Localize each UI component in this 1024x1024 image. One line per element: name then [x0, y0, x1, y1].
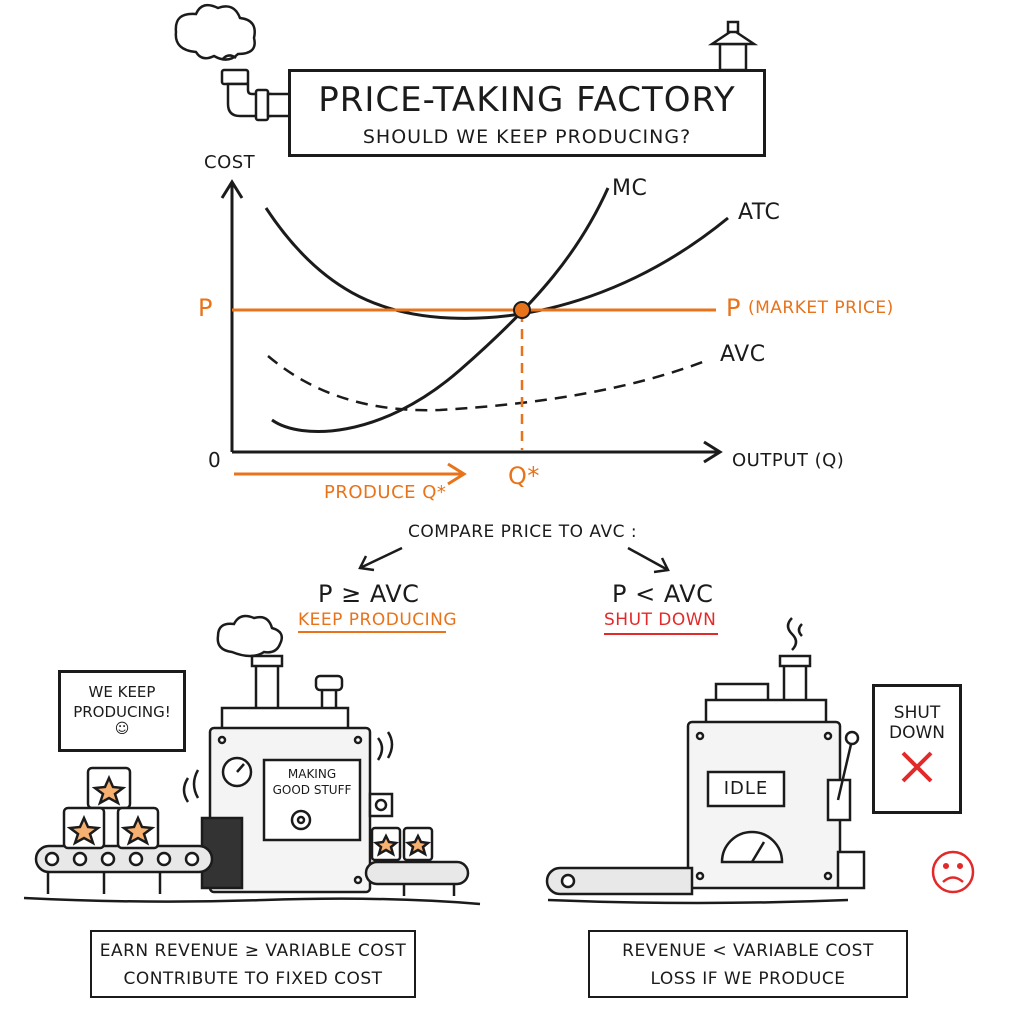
right-branch-arrow-head-icon	[653, 557, 670, 574]
right-summary-line1: REVENUE < VARIABLE COST	[622, 941, 874, 961]
y-axis-label: COST	[204, 152, 256, 173]
shut-sign-line1: SHUT	[893, 703, 941, 723]
right-summary-line2: LOSS IF WE PRODUCE	[650, 969, 846, 989]
right-branch-arrow	[627, 546, 669, 572]
idle-factory-illustration	[545, 617, 866, 905]
page-subtitle: SHOULD WE KEEP PRODUCING?	[362, 126, 692, 148]
smoke-cloud-icon	[174, 3, 256, 61]
finished-cans-icon	[370, 826, 434, 862]
left-summary-line2: CONTRIBUTE TO FIXED COST	[123, 969, 383, 989]
keep-producing-sign: WE KEEP PRODUCING! ☺	[58, 670, 186, 752]
y-axis-arrow-icon	[220, 179, 244, 199]
atc-curve	[264, 207, 729, 320]
price-line-label: P	[726, 294, 741, 322]
x-axis-label: OUTPUT (Q)	[732, 450, 845, 471]
shut-down-sign: SHUT DOWN	[872, 684, 962, 814]
qstar-label: Q*	[508, 462, 540, 490]
mc-curve	[271, 187, 610, 433]
produce-arrow-head-icon	[447, 462, 467, 486]
avc-curve	[267, 355, 709, 412]
shut-sign-line2: DOWN	[889, 723, 945, 743]
left-condition: P ≥ AVC	[318, 580, 420, 608]
sad-face-icon	[931, 850, 975, 894]
x-axis-arrow-icon	[703, 440, 723, 464]
market-price-note: (MARKET PRICE)	[748, 298, 894, 318]
page-title: PRICE-TAKING FACTORY	[318, 80, 736, 120]
pipe-icon	[220, 68, 292, 122]
produce-label: PRODUCE Q*	[324, 482, 447, 503]
origin-label: 0	[208, 448, 222, 472]
machine-panel: MAKING GOOD STUFF	[264, 766, 360, 798]
left-summary-box: EARN REVENUE ≥ VARIABLE COST CONTRIBUTE …	[90, 930, 416, 998]
cost-graph	[220, 179, 729, 486]
chimney-cap-icon	[707, 20, 759, 72]
panel-line1: MAKING	[287, 767, 337, 781]
right-action: SHUT DOWN	[604, 610, 717, 630]
idle-panel-label: IDLE	[723, 778, 769, 799]
left-summary-line1: EARN REVENUE ≥ VARIABLE COST	[99, 941, 407, 961]
atc-label: ATC	[738, 200, 781, 225]
equilibrium-point	[513, 301, 531, 319]
product-cans-icon	[62, 766, 160, 850]
red-x-icon	[901, 751, 933, 783]
mc-label: MC	[612, 176, 648, 201]
factory-smoke-icon	[216, 614, 283, 658]
decision-prompt: COMPARE PRICE TO AVC :	[408, 522, 638, 542]
smile-icon: ☺	[114, 721, 130, 737]
running-factory-illustration	[23, 614, 481, 906]
left-action: KEEP PRODUCING	[298, 610, 458, 630]
keep-sign-line2: PRODUCING!	[73, 703, 171, 721]
price-axis-label: P	[198, 294, 213, 322]
avc-label: AVC	[720, 342, 766, 367]
panel-line2: GOOD STUFF	[272, 783, 352, 797]
idle-gauge-icon	[720, 830, 784, 864]
keep-sign-line1: WE KEEP	[88, 683, 156, 701]
right-condition: P < AVC	[612, 580, 714, 608]
right-summary-box: REVENUE < VARIABLE COST LOSS IF WE PRODU…	[588, 930, 908, 998]
left-branch-arrow	[359, 546, 403, 570]
left-branch-arrow-head-icon	[358, 555, 375, 572]
title-box: PRICE-TAKING FACTORY SHOULD WE KEEP PROD…	[288, 69, 766, 157]
